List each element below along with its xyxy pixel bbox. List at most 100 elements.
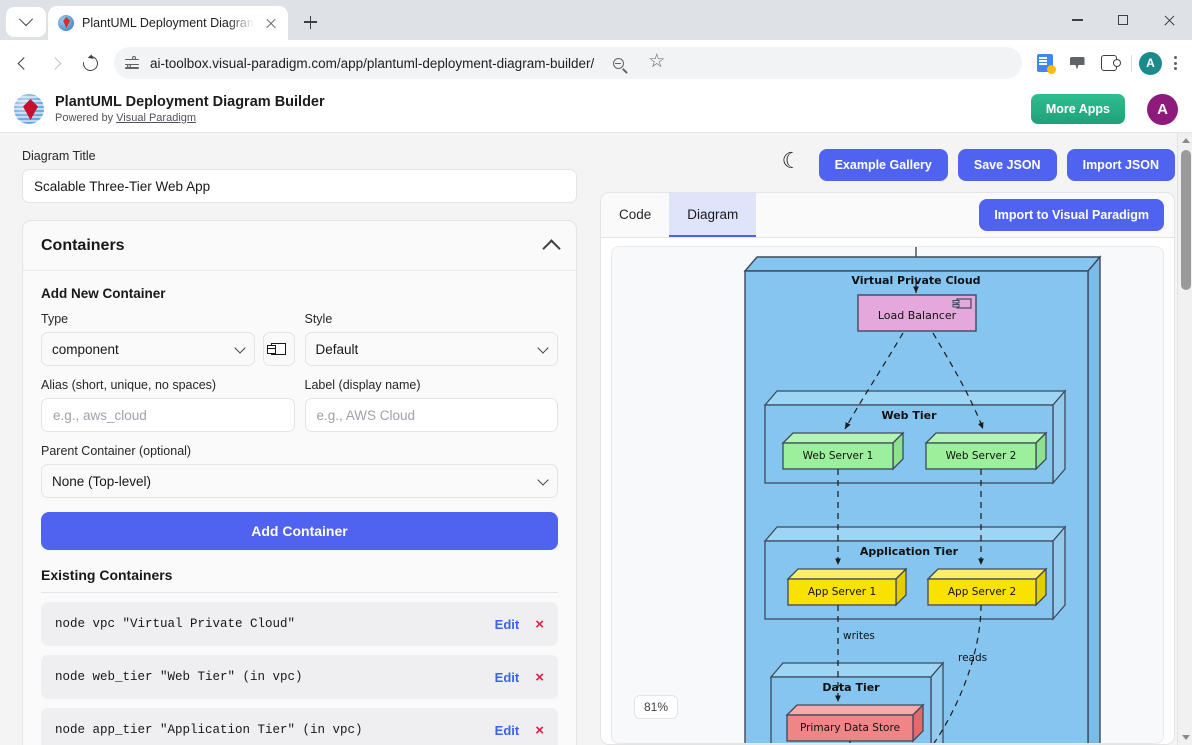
type-select[interactable]: componentnodedatabasecloudfolderframerec… [41, 332, 255, 366]
import-to-visual-paradigm-button[interactable]: Import to Visual Paradigm [979, 199, 1164, 231]
tab-diagram[interactable]: Diagram [669, 193, 757, 237]
site-settings-icon[interactable] [124, 55, 141, 72]
alias-input[interactable] [41, 398, 295, 432]
node-label-db-primary: Primary Data Store [800, 722, 900, 734]
extensions-puzzle-icon[interactable] [1094, 48, 1124, 78]
save-json-button[interactable]: Save JSON [957, 149, 1057, 181]
containers-card-title: Containers [41, 236, 125, 254]
address-bar[interactable]: ai-toolbox.visual-paradigm.com/app/plant… [114, 47, 1022, 79]
preview-actions-bar: Example Gallery Save JSON Import JSON [600, 148, 1175, 181]
delete-container-icon[interactable]: × [535, 668, 544, 686]
parent-container-select[interactable]: None (Top-level)vpcweb_tierapp_tierdata_… [41, 464, 558, 498]
toolbar-divider [1131, 54, 1132, 72]
diagram-title-input[interactable] [22, 169, 577, 203]
reload-button[interactable] [74, 47, 106, 79]
edit-container-link[interactable]: Edit [494, 616, 520, 632]
containers-card: Containers Add New Container Type compon… [22, 220, 577, 745]
browser-toolbar: ai-toolbox.visual-paradigm.com/app/plant… [0, 40, 1192, 86]
diagram-node-app1: App Server 1 [786, 567, 908, 607]
style-select-wrap: DefaultBoldDashedDotted [304, 332, 558, 366]
container-code-text: node app_tier "Application Tier" (in vpc… [55, 723, 363, 737]
containers-card-header[interactable]: Containers [23, 221, 576, 271]
node-label-web1: Web Server 1 [803, 450, 874, 462]
display-name-label: Label (display name) [304, 378, 421, 392]
scroll-up-arrow-icon[interactable] [1178, 133, 1192, 148]
import-json-button[interactable]: Import JSON [1066, 149, 1175, 181]
tab-search-button[interactable] [6, 7, 46, 37]
add-container-button[interactable]: Add Container [41, 512, 558, 550]
preview-card: Code Diagram Import to Visual Paradigm 8… [600, 192, 1175, 745]
chevron-down-icon [18, 12, 34, 27]
browser-menu-icon[interactable] [1164, 52, 1186, 74]
display-name-input[interactable] [304, 398, 558, 432]
example-gallery-button[interactable]: Example Gallery [818, 149, 948, 181]
app-title-block: PlantUML Deployment Diagram Builder Powe… [55, 93, 325, 125]
maximize-button[interactable] [1100, 0, 1146, 40]
deployment-diagram-svg: Virtual Private Cloud Load Balancer [743, 247, 1102, 743]
type-label: Type [41, 312, 69, 326]
more-apps-button[interactable]: More Apps [1030, 94, 1125, 124]
window-close-button[interactable] [1146, 0, 1192, 40]
preview-panel: Example Gallery Save JSON Import JSON Co… [595, 133, 1192, 745]
powered-by-prefix: Powered by [55, 111, 117, 124]
tab-code[interactable]: Code [619, 206, 652, 222]
edge-label-writes: writes [843, 630, 875, 642]
browser-tab[interactable]: PlantUML Deployment Diagram [48, 6, 288, 40]
window-controls [1054, 0, 1192, 40]
scroll-down-arrow-icon[interactable] [1178, 730, 1192, 745]
node-label-web-tier: Web Tier [881, 409, 937, 422]
view-tabs: Code Diagram [601, 193, 757, 237]
edit-container-link[interactable]: Edit [494, 669, 520, 685]
app-header: PlantUML Deployment Diagram Builder Powe… [0, 86, 1192, 133]
preview-tabbar: Code Diagram Import to Visual Paradigm [601, 193, 1174, 238]
type-select-wrap: componentnodedatabasecloudfolderframerec… [41, 332, 255, 366]
back-button[interactable] [6, 47, 38, 79]
new-tab-button[interactable] [296, 8, 324, 36]
page-scrollbar[interactable] [1177, 133, 1192, 745]
browser-profile-avatar[interactable]: A [1139, 51, 1162, 75]
favicon-icon [58, 15, 74, 31]
minimize-button[interactable] [1054, 0, 1100, 40]
url-text: ai-toolbox.visual-paradigm.com/app/plant… [150, 55, 595, 71]
moon-icon[interactable] [782, 148, 803, 175]
diagram-node-web2: Web Server 2 [924, 431, 1048, 471]
type-style-row: Type componentnodedatabasecloudfolderfra… [41, 312, 558, 366]
bookmark-star-icon[interactable] [642, 48, 672, 78]
style-select[interactable]: DefaultBoldDashedDotted [304, 332, 558, 366]
diagram-node-db-primary: Primary Data Store [785, 703, 925, 743]
edit-container-link[interactable]: Edit [494, 722, 520, 738]
alias-field: Alias (short, unique, no spaces) [41, 378, 295, 432]
component-preview-button[interactable] [262, 332, 295, 366]
container-row: node web_tier "Web Tier" (in vpc) Edit × [41, 655, 558, 699]
forward-button[interactable] [40, 47, 72, 79]
diagram-canvas[interactable]: 81% Virtual Pr [611, 246, 1164, 744]
style-field: Style DefaultBoldDashedDotted [304, 312, 558, 366]
page-scrollbar-thumb[interactable] [1180, 150, 1191, 290]
zoom-search-icon[interactable] [603, 48, 633, 78]
existing-containers-list: node vpc "Virtual Private Cloud"Edit×nod… [41, 602, 558, 745]
page-body: Diagram Title Containers Add New Contain… [0, 133, 1192, 745]
container-row: node app_tier "Application Tier" (in vpc… [41, 708, 558, 745]
tab-title: PlantUML Deployment Diagram [82, 16, 254, 30]
existing-containers-title: Existing Containers [41, 567, 558, 593]
container-code-text: node web_tier "Web Tier" (in vpc) [55, 670, 303, 684]
user-avatar[interactable]: A [1147, 93, 1178, 125]
close-icon[interactable] [262, 14, 280, 32]
container-code-text: node vpc "Virtual Private Cloud" [55, 617, 296, 631]
alias-label-row: Alias (short, unique, no spaces) Label (… [41, 378, 558, 432]
parent-container-field: Parent Container (optional) None (Top-le… [41, 444, 558, 498]
parent-container-label: Parent Container (optional) [41, 444, 192, 458]
diagram-node-app2: App Server 2 [926, 567, 1048, 607]
containers-card-body: Add New Container Type componentnodedata… [23, 271, 576, 745]
delete-container-icon[interactable]: × [535, 721, 544, 739]
builder-form-panel: Diagram Title Containers Add New Contain… [0, 133, 595, 745]
chevron-up-icon[interactable] [542, 238, 561, 258]
cast-icon[interactable] [1062, 48, 1092, 78]
node-label-app1: App Server 1 [808, 586, 876, 598]
delete-container-icon[interactable]: × [535, 615, 544, 633]
edge-label-reads: reads [958, 652, 987, 664]
node-label-data-tier: Data Tier [822, 681, 880, 694]
download-extension-icon[interactable] [1030, 48, 1060, 78]
visual-paradigm-link[interactable]: Visual Paradigm [116, 111, 197, 124]
component-icon [267, 343, 286, 355]
